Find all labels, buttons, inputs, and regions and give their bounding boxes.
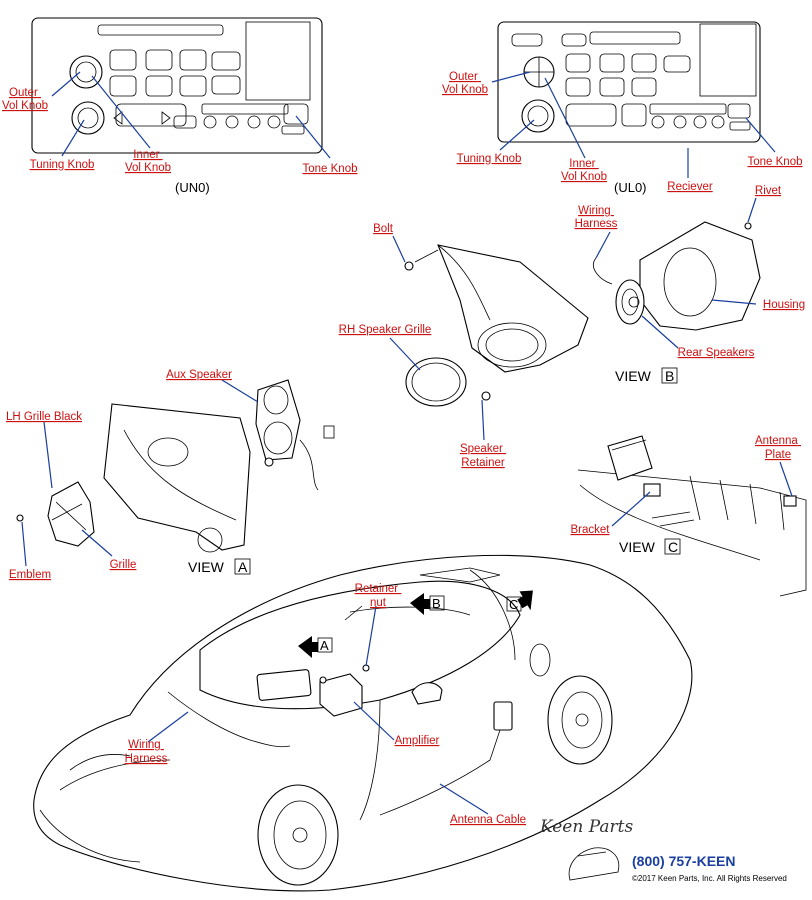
ul0-inner-vol-knob-label: Inner Vol Knob (561, 158, 607, 183)
ul0-tuning-knob-label: Tuning Knob (457, 153, 522, 165)
housing-label: Housing (763, 299, 805, 311)
view-a-assembly: Aux Speaker LH Grille Black Grille Emble… (6, 369, 335, 581)
view-a-letter: A (238, 559, 248, 575)
retainer-nut-label: Retainer nut (355, 583, 402, 609)
view-c-caption: VIEW (619, 539, 656, 555)
radio-ul0-code: (UL0) (614, 180, 647, 195)
bracket-label: Bracket (571, 524, 611, 536)
svg-text:Keen Parts: Keen Parts (539, 817, 633, 837)
view-b-caption: VIEW (615, 368, 652, 384)
view-c-assembly: Antenna Plate Bracket VIEW C (571, 435, 807, 597)
view-c-letter: C (668, 539, 678, 555)
view-b-wiring-harness-label: Wiring Harness (575, 205, 618, 230)
outer-vol-knob-label: Outer Vol Knob (2, 87, 48, 112)
footer: Keen Parts (800) 757-KEEN ©2017 Keen Par… (539, 817, 787, 883)
bolt-label: Bolt (373, 223, 394, 235)
antenna-plate-label: Antenna Plate (755, 435, 801, 461)
tuning-knob-label: Tuning Knob (30, 159, 95, 171)
radio-un0-code: (UN0) (175, 180, 210, 195)
ul0-tone-knob-label: Tone Knob (748, 156, 803, 168)
copyright: ©2017 Keen Parts, Inc. All Rights Reserv… (632, 874, 787, 883)
view-b-assembly: Bolt Wiring Harness Rivet Housing RH Spe… (339, 185, 805, 469)
lh-grille-black-label: LH Grille Black (6, 411, 82, 423)
view-arrows: A B C (298, 590, 533, 658)
grille-label: Grille (110, 559, 137, 571)
arrow-letter-a: A (320, 638, 329, 653)
speaker-retainer-label: Speaker Retainer (460, 443, 506, 469)
inner-vol-knob-label: Inner Vol Knob (125, 149, 171, 174)
antenna-cable-label: Antenna Cable (450, 814, 526, 826)
tone-knob-label: Tone Knob (303, 163, 358, 175)
ul0-outer-vol-knob-label: Outer Vol Knob (442, 71, 488, 96)
view-b-letter: B (665, 368, 674, 384)
arrow-letter-b: B (432, 596, 441, 611)
car-wiring-harness-label: Wiring Harness (125, 739, 168, 765)
phone-number: (800) 757-KEEN (632, 853, 736, 869)
aux-speaker-label: Aux Speaker (166, 369, 232, 381)
emblem-label: Emblem (9, 569, 51, 581)
radio-un0: Outer Vol Knob Tuning Knob Inner Vol Kno… (2, 17, 358, 195)
rivet-label: Rivet (755, 185, 782, 197)
rear-speakers-label: Rear Speakers (678, 347, 755, 359)
arrow-letter-c: C (509, 597, 518, 612)
view-a-caption: VIEW (188, 559, 225, 575)
radio-ul0: Outer Vol Knob Tuning Knob Inner Vol Kno… (442, 21, 803, 195)
amplifier-label: Amplifier (395, 735, 440, 747)
rh-speaker-grille-label: RH Speaker Grille (339, 324, 432, 336)
reciever-label: Reciever (667, 181, 713, 193)
car-body: A B C Retainer nut Amplifier Wiring Harn… (33, 554, 693, 892)
keen-parts-logo: Keen Parts (539, 817, 633, 881)
